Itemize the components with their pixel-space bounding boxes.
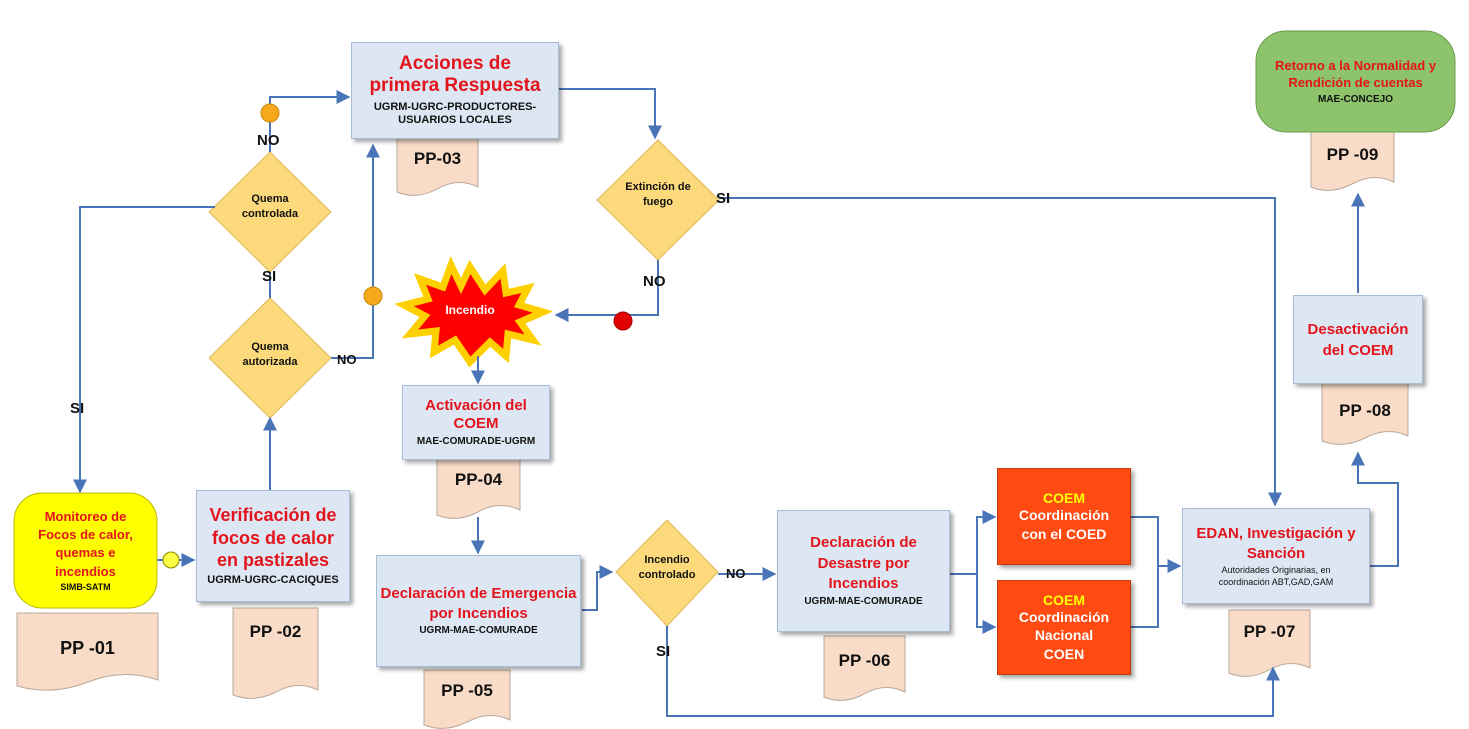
arrow-coed-to-edan	[1131, 516, 1182, 573]
doc-shape-pp08	[1321, 377, 1409, 445]
doc-pp09: PP -09	[1326, 145, 1379, 164]
coem-coen-title: COEM	[1043, 592, 1085, 609]
decision-extincion-label: Extinción de fuego	[625, 181, 691, 208]
arrow-desastre-to-coen	[950, 573, 997, 634]
activacion-title: Activación del COEM	[425, 396, 527, 433]
primera-respuesta-sub: UGRM-UGRC-PRODUCTORES-USUARIOS LOCALES	[373, 100, 537, 127]
box-emergencia: Declaración de Emergencia por Incendios …	[376, 555, 581, 667]
box-primera-respuesta: Acciones de primera Respuesta UGRM-UGRC-…	[351, 42, 559, 139]
retorno-title: Retorno a la Normalidad y Rendición de c…	[1274, 57, 1437, 91]
doc-pp08: PP -08	[1339, 401, 1391, 420]
label-si-extincion: SI	[716, 190, 731, 207]
desastre-sub: UGRM-MAE-COMURADE	[804, 596, 923, 608]
coem-coed-title: COEM	[1043, 490, 1085, 507]
label-no-quema-controlada: NO	[257, 132, 280, 149]
connector-extincion	[613, 311, 633, 331]
arrow-controlado-si	[666, 626, 1280, 717]
doc-shape-pp03	[396, 133, 479, 196]
doc-pp03: PP-03	[413, 149, 462, 168]
terminal-monitoreo-shape	[13, 492, 158, 609]
doc-pp05: PP -05	[441, 681, 493, 700]
arrow-primera-to-extincion	[559, 88, 662, 140]
label-no-incendio-controlado: NO	[726, 566, 746, 581]
doc-pp01: PP -01	[60, 638, 115, 658]
connector-top	[260, 103, 280, 123]
arrow-coen-to-edan	[1131, 566, 1159, 628]
incendio-burst	[394, 255, 554, 368]
connector-autorizada	[363, 286, 383, 306]
box-verificacion: Verificación de focos de calor en pastiz…	[196, 490, 350, 602]
terminal-retorno-shape	[1255, 30, 1456, 133]
box-retorno: Retorno a la Normalidad y Rendición de c…	[1256, 31, 1455, 132]
arrow-desastre-to-coed	[950, 510, 997, 575]
verificacion-sub: UGRM-UGRC-CACIQUES	[207, 573, 339, 586]
box-activacion: Activación del COEM MAE-COMURADE-UGRM	[402, 385, 550, 460]
emergencia-sub: UGRM-MAE-COMURADE	[419, 625, 538, 637]
doc-shape-pp07	[1228, 609, 1311, 677]
box-monitoreo: Monitoreo de Focos de calor, quemas e in…	[14, 493, 157, 608]
doc-shape-pp06	[823, 635, 906, 701]
verificacion-title: Verificación de focos de calor en pastiz…	[209, 505, 337, 571]
arrow-quema-controlada-no	[269, 90, 351, 152]
monitoreo-sub: SIMB-SATM	[60, 581, 111, 592]
arrow-sensor-to-monitoreo	[73, 206, 215, 494]
label-no-quema-autorizada: NO	[337, 352, 357, 367]
connector-monitoreo	[162, 551, 180, 569]
desactivacion-title: Desactivación del COEM	[1307, 320, 1409, 359]
retorno-sub: MAE-CONCEJO	[1317, 93, 1393, 105]
box-desactivacion: Desactivación del COEM	[1293, 295, 1423, 384]
arrow-extincion-si	[719, 197, 1282, 507]
label-si-quema-autorizada: SI	[262, 268, 277, 285]
edan-sub: Autoridades Originarias, en coordinación…	[1218, 565, 1334, 587]
arrow-edan-to-pp08	[1351, 451, 1399, 567]
label-no-extincion: NO	[643, 273, 666, 290]
incendio-label: Incendio	[445, 303, 495, 317]
arrow-autorizada-no	[331, 143, 380, 359]
doc-shape-pp02	[232, 607, 319, 699]
arrow-extincion-no	[554, 260, 659, 322]
monitoreo-title: Monitoreo de Focos de calor, quemas e in…	[38, 509, 133, 579]
edan-title: EDAN, Investigación y Sanción	[1196, 525, 1356, 562]
activacion-sub: MAE-COMURADE-UGRM	[416, 436, 536, 447]
doc-shape-pp09	[1310, 129, 1395, 191]
emergencia-title: Declaración de Emergencia por Incendios	[380, 585, 577, 622]
desastre-title: Declaración de Desastre por Incendios	[810, 534, 917, 592]
coem-coen-sub: Coordinación Nacional COEN	[1018, 609, 1110, 662]
label-si-incendio-controlado: SI	[656, 643, 671, 660]
doc-shape-pp04	[436, 457, 521, 519]
decision-quema-controlada-label: Quema controlada	[241, 193, 299, 220]
doc-pp04: PP-04	[454, 470, 503, 489]
doc-pp02: PP -02	[249, 622, 302, 641]
doc-shape-pp05	[423, 669, 511, 729]
doc-shape-pp01	[16, 612, 159, 691]
doc-pp06: PP -06	[838, 651, 891, 670]
doc-pp07: PP -07	[1243, 622, 1296, 641]
label-si-left: SI	[70, 400, 85, 417]
box-edan: EDAN, Investigación y Sanción Autoridade…	[1182, 508, 1370, 604]
coem-coed-sub: Coordinación con el COED	[1018, 507, 1110, 542]
box-coem-coed: COEM Coordinación con el COED	[997, 468, 1131, 565]
decision-incendio-controlado-label: Incendio controlado	[638, 554, 696, 581]
box-coem-coen: COEM Coordinación Nacional COEN	[997, 580, 1131, 675]
box-desastre: Declaración de Desastre por Incendios UG…	[777, 510, 950, 632]
primera-respuesta-title: Acciones de primera Respuesta	[369, 52, 541, 96]
decision-quema-autorizada-label: Quema autorizada	[242, 341, 298, 368]
arrow-emergencia-to-controlado	[582, 565, 614, 611]
